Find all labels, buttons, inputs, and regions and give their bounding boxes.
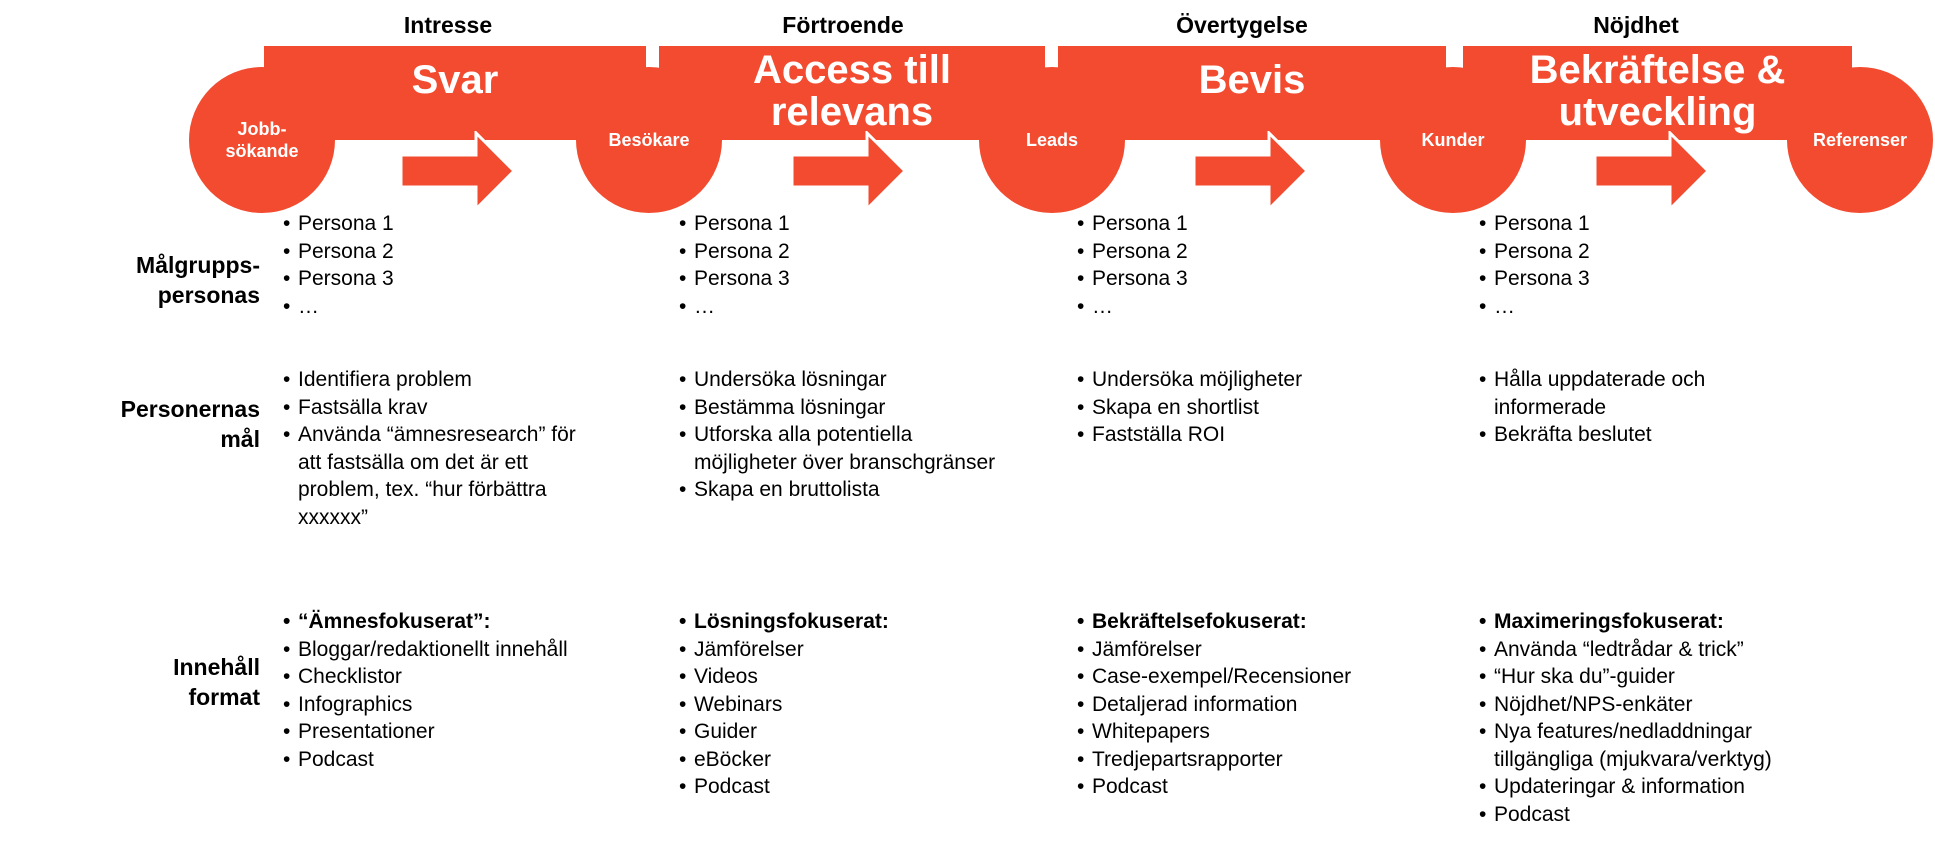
list-item: Använda “ämnesresearch” för att fastsäll… xyxy=(283,421,576,531)
list-item: eBöcker xyxy=(679,746,889,774)
list-item: … xyxy=(283,293,394,321)
personas-list: Persona 1 Persona 2 Persona 3 … xyxy=(1479,210,1590,320)
personas-list: Persona 1 Persona 2 Persona 3 … xyxy=(1077,210,1188,320)
list-item: Persona 1 xyxy=(679,210,790,238)
list-item: Hålla uppdaterade och informerade xyxy=(1479,366,1705,421)
node-leads: Leads xyxy=(979,67,1125,213)
node-referenser: Referenser xyxy=(1787,67,1933,213)
stage-title-fortroende: Förtroende xyxy=(782,12,904,38)
list-item: Persona 3 xyxy=(679,265,790,293)
list-item: “Hur ska du”-guider xyxy=(1479,663,1772,691)
list-item: Jämförelser xyxy=(679,636,889,664)
list-item: Fastställa ROI xyxy=(1077,421,1302,449)
list-item: Persona 3 xyxy=(1077,265,1188,293)
list-item: Persona 1 xyxy=(283,210,394,238)
list-heading: “Ämnesfokuserat”: xyxy=(283,608,568,636)
node-kunder: Kunder xyxy=(1380,67,1526,213)
list-item: Guider xyxy=(679,718,889,746)
list-item: Podcast xyxy=(679,773,889,801)
list-item: Videos xyxy=(679,663,889,691)
node-jobbsokande: Jobb-sökande xyxy=(189,67,335,213)
row-label-personas: Målgrupps- personas xyxy=(136,252,260,308)
list-item: Fastsälla krav xyxy=(283,394,576,422)
list-item: Persona 2 xyxy=(1077,238,1188,266)
personas-list: Persona 1 Persona 2 Persona 3 … xyxy=(679,210,790,320)
list-item: Undersöka lösningar xyxy=(679,366,995,394)
list-item: Tredjepartsrapporter xyxy=(1077,746,1351,774)
list-item: Skapa en bruttolista xyxy=(679,476,995,504)
flow-arrow-icon xyxy=(1594,131,1710,211)
list-item: Podcast xyxy=(1077,773,1351,801)
formats-list: Lösningsfokuserat: Jämförelser Videos We… xyxy=(679,608,889,801)
list-item: Bloggar/redaktionellt innehåll xyxy=(283,636,568,664)
formats-list: Maximeringsfokuserat: Använda “ledtrådar… xyxy=(1479,608,1772,828)
list-heading: Maximeringsfokuserat: xyxy=(1479,608,1772,636)
node-besokare: Besökare xyxy=(576,67,722,213)
list-item: Identifiera problem xyxy=(283,366,576,394)
list-item: Bestämma lösningar xyxy=(679,394,995,422)
list-item: Jämförelser xyxy=(1077,636,1351,664)
list-item: Detaljerad information xyxy=(1077,691,1351,719)
personas-list: Persona 1 Persona 2 Persona 3 … xyxy=(283,210,394,320)
list-item: Podcast xyxy=(283,746,568,774)
list-item: … xyxy=(1077,293,1188,321)
stage-title-intresse: Intresse xyxy=(403,12,493,38)
goals-list: Hålla uppdaterade och informerade Bekräf… xyxy=(1479,366,1705,449)
list-item: … xyxy=(1479,293,1590,321)
list-item: Bekräfta beslutet xyxy=(1479,421,1705,449)
list-item: Använda “ledtrådar & trick” xyxy=(1479,636,1772,664)
list-heading: Lösningsfokuserat: xyxy=(679,608,889,636)
list-heading: Bekräftelsefokuserat: xyxy=(1077,608,1351,636)
list-item: Whitepapers xyxy=(1077,718,1351,746)
list-item: Persona 2 xyxy=(679,238,790,266)
list-item: Updateringar & information xyxy=(1479,773,1772,801)
list-item: Checklistor xyxy=(283,663,568,691)
list-item: Case-exempel/Recensioner xyxy=(1077,663,1351,691)
goals-list: Undersöka lösningar Bestämma lösningar U… xyxy=(679,366,995,504)
list-item: Webinars xyxy=(679,691,889,719)
list-item: Utforska alla potentiella möjligheter öv… xyxy=(679,421,995,476)
stage-title-overtygelse: Övertygelse xyxy=(1176,12,1308,38)
flow-arrow-icon xyxy=(1193,131,1309,211)
list-item: Persona 1 xyxy=(1479,210,1590,238)
formats-list: Bekräftelsefokuserat: Jämförelser Case-e… xyxy=(1077,608,1351,801)
flow-arrow-icon xyxy=(791,131,907,211)
goals-list: Undersöka möjligheter Skapa en shortlist… xyxy=(1077,366,1302,449)
row-label-goals: Personernas mål xyxy=(120,396,260,452)
list-item: Undersöka möjligheter xyxy=(1077,366,1302,394)
list-item: … xyxy=(679,293,790,321)
list-item: Persona 2 xyxy=(283,238,394,266)
formats-list: “Ämnesfokuserat”: Bloggar/redaktionellt … xyxy=(283,608,568,773)
list-item: Persona 3 xyxy=(1479,265,1590,293)
list-item: Infographics xyxy=(283,691,568,719)
list-item: Nöjdhet/NPS-enkäter xyxy=(1479,691,1772,719)
stage-title-nojdhet: Nöjdhet xyxy=(1593,12,1679,38)
flow-arrow-icon xyxy=(400,131,516,211)
list-item: Presentationer xyxy=(283,718,568,746)
list-item: Podcast xyxy=(1479,801,1772,829)
list-item: Persona 2 xyxy=(1479,238,1590,266)
list-item: Persona 3 xyxy=(283,265,394,293)
list-item: Persona 1 xyxy=(1077,210,1188,238)
stage-banner-bekraftelse: Bekräftelse & utveckling xyxy=(1463,46,1852,140)
row-label-formats: Innehåll format xyxy=(173,654,260,710)
list-item: Nya features/nedladdningar tillgängliga … xyxy=(1479,718,1772,773)
goals-list: Identifiera problem Fastsälla krav Använ… xyxy=(283,366,576,531)
list-item: Skapa en shortlist xyxy=(1077,394,1302,422)
